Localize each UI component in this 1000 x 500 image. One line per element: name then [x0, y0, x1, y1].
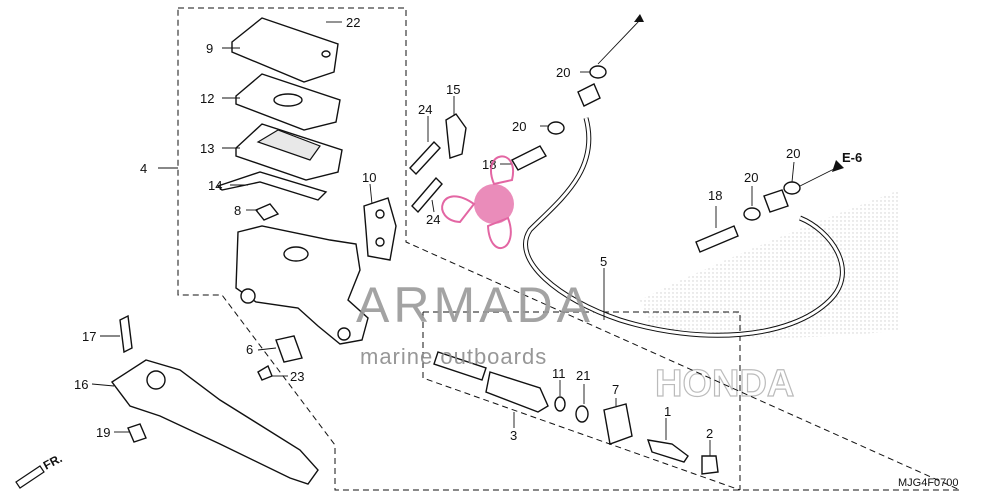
direction-label: FR.	[41, 451, 65, 472]
part-label-5: 5	[600, 254, 607, 269]
part-label-9: 9	[206, 41, 213, 56]
switch-6	[275, 335, 303, 363]
reference-label: E-6	[842, 150, 862, 165]
honda-logo-text: HONDA	[655, 363, 794, 405]
cap-plate	[235, 73, 341, 131]
part-label-1: 1	[664, 404, 671, 419]
screw-8	[254, 203, 280, 221]
part-label-6: 6	[246, 342, 253, 357]
brake-lever	[110, 359, 319, 485]
ring-21	[575, 405, 589, 423]
watermark-brand: ARMADA	[356, 277, 594, 333]
part-label-15: 15	[446, 82, 460, 97]
bolt-18-lower	[695, 225, 739, 253]
propeller-logo	[441, 155, 515, 249]
diaphragm	[235, 123, 343, 181]
diaphragm-plate	[216, 171, 328, 201]
washer-20b	[547, 121, 565, 135]
part-label-16: 16	[74, 377, 88, 392]
boot-7	[603, 403, 633, 445]
part-label-17: 17	[82, 329, 96, 344]
part-label-18b: 18	[708, 188, 722, 203]
part-label-14: 14	[208, 178, 222, 193]
part-label-22: 22	[346, 15, 360, 30]
part-label-20d: 20	[786, 146, 800, 161]
part-label-10: 10	[362, 170, 376, 185]
part-label-3: 3	[510, 428, 517, 443]
part-label-20c: 20	[744, 170, 758, 185]
piston-3	[485, 371, 549, 413]
brake-hose	[523, 117, 845, 338]
master-cylinder-body	[235, 225, 369, 345]
pivot-bolt-17	[119, 314, 133, 354]
banjo-fitting-lower	[763, 189, 789, 213]
reservoir-cap	[231, 17, 339, 83]
part-label-20b: 20	[512, 119, 526, 134]
part-label-13: 13	[200, 141, 214, 156]
washer-11	[554, 396, 566, 412]
washer-20a	[589, 65, 607, 79]
bolt-24-lower	[411, 176, 443, 214]
part-label-11: 11	[552, 366, 566, 381]
part-label-8: 8	[234, 203, 241, 218]
bolt-24-upper	[409, 140, 441, 176]
diagram-code: MJG4F0700	[898, 477, 959, 489]
front-arrow: FR.	[15, 451, 65, 489]
part-label-12: 12	[200, 91, 214, 106]
watermark-tagline: marine outboards	[360, 344, 547, 369]
honda-wing-logo: HONDA	[640, 190, 900, 406]
cap-2	[701, 455, 719, 475]
washer-20c	[743, 207, 761, 221]
part-label-4: 4	[140, 161, 147, 176]
boot-15	[445, 113, 467, 159]
nut-19	[127, 423, 147, 443]
armada-watermark: ARMADA marine outboards	[356, 155, 594, 369]
e6-arrow: E-6	[799, 150, 862, 187]
leader-lines	[91, 21, 795, 456]
part-label-19: 19	[96, 425, 110, 440]
group-outlines	[177, 7, 961, 491]
part-label-2: 2	[706, 426, 713, 441]
part-label-24a: 24	[418, 102, 432, 117]
pushrod-1	[646, 439, 689, 463]
spring	[433, 351, 487, 381]
part-label-20a: 20	[556, 65, 570, 80]
screw-23	[257, 364, 273, 381]
hose-up-arrow	[597, 14, 644, 65]
holder	[363, 197, 397, 261]
part-label-21: 21	[576, 368, 590, 383]
bolt-18-upper	[511, 145, 547, 171]
part-label-24b: 24	[426, 212, 440, 227]
part-label-7: 7	[612, 382, 619, 397]
banjo-fitting-upper	[577, 83, 601, 107]
part-label-23: 23	[290, 369, 304, 384]
part-number-labels: 1 2 3 4 5 6 7 8 9 10 11 12 13 14 15 16 1…	[74, 15, 800, 443]
washer-20d	[783, 181, 801, 195]
